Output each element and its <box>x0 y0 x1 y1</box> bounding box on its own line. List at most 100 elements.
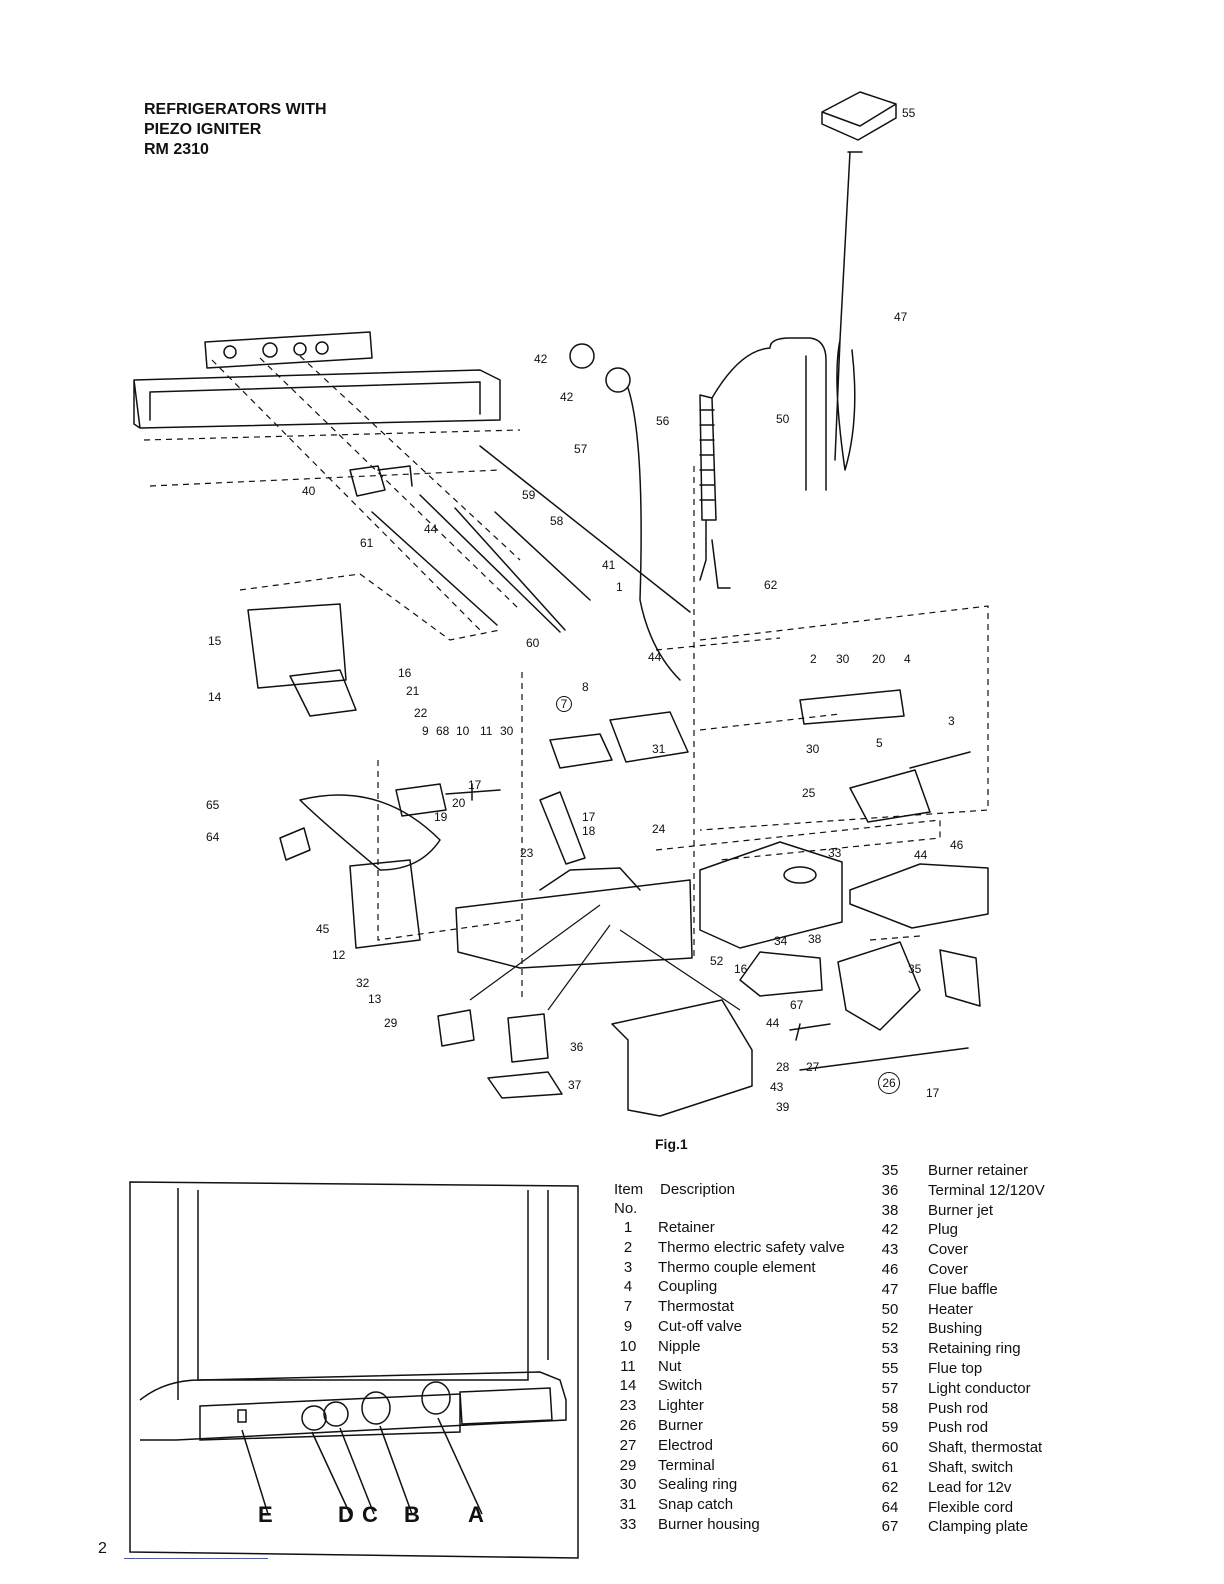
legend-item-number: 29 <box>619 1456 637 1474</box>
legend-item-number: 1 <box>623 1219 633 1236</box>
callout-label: 16 <box>734 962 748 976</box>
legend-item-description: Light conductor <box>928 1379 1031 1397</box>
lighter-part <box>539 791 586 865</box>
legend-item-number: 27 <box>619 1436 637 1454</box>
legend-item-description: Flexible cord <box>928 1498 1014 1516</box>
callout-label: 19 <box>434 810 448 824</box>
legend-item-description: Lighter <box>658 1397 704 1415</box>
callout-label: 39 <box>776 1100 790 1114</box>
legend-item-number: 14 <box>619 1377 637 1395</box>
legend-row: 29 Terminal <box>614 1457 884 1477</box>
legend-header-no: No. <box>614 1200 638 1217</box>
callout-label: 47 <box>894 310 908 324</box>
legend-item-number: 60 <box>881 1439 899 1457</box>
legend-item-description: Sealing ring <box>658 1476 738 1494</box>
title-line-1: REFRIGERATORS WITH <box>144 101 327 118</box>
legend-item-description: Terminal <box>658 1456 715 1474</box>
callout-label: 12 <box>332 948 346 962</box>
callout-label: 44 <box>424 522 438 536</box>
legend-item-description: Push rod <box>928 1419 989 1437</box>
flexible-cord-part <box>299 794 441 871</box>
callout-label: 23 <box>520 846 534 860</box>
legend-item-description: Burner housing <box>658 1515 760 1533</box>
callout-label: 29 <box>384 1016 398 1030</box>
legend-item-description: Cover <box>928 1241 969 1259</box>
plug-part-lower <box>605 367 631 393</box>
callout-label: 40 <box>302 484 316 498</box>
front-panel-label-e: E <box>258 1502 273 1527</box>
legend-item-number: 62 <box>881 1478 899 1496</box>
legend-item-description: Cut-off valve <box>658 1317 742 1335</box>
legend-row: 33 Burner housing <box>614 1516 884 1536</box>
callout-label: 10 <box>456 724 470 738</box>
legend-item-description: Lead for 12v <box>928 1478 1012 1496</box>
callout-label: 20 <box>452 796 466 810</box>
callout-label: 5 <box>876 736 883 750</box>
callout-label: 65 <box>206 798 220 812</box>
callout-label: 68 <box>436 724 450 738</box>
legend-item-number: 2 <box>623 1238 633 1256</box>
legend-item-number: 55 <box>881 1359 899 1377</box>
callout-label: 50 <box>776 412 790 426</box>
cover-46-part <box>849 863 989 929</box>
legend-item-description: Shaft, switch <box>928 1458 1014 1476</box>
burner-housing-part <box>699 841 843 949</box>
lead-part <box>699 519 731 589</box>
legend-item-description: Burner retainer <box>928 1162 1029 1179</box>
legend-item-number: 50 <box>881 1300 899 1318</box>
callout-label: 44 <box>766 1016 780 1030</box>
legend-item-number: 53 <box>881 1340 899 1358</box>
terminal-36-part <box>507 1013 549 1063</box>
legend-item-number: 67 <box>881 1518 899 1536</box>
legend-item-description: Thermo electric safety valve <box>658 1238 845 1256</box>
callout-label: 30 <box>500 724 514 738</box>
front-panel-frame <box>129 1181 579 1559</box>
legend-item-number: 33 <box>619 1515 637 1533</box>
diagram-title: REFRIGERATORS WITH PIEZO IGNITER RM 2310 <box>144 100 327 160</box>
callout-label: 32 <box>356 976 370 990</box>
push-rod-59 <box>454 507 566 631</box>
legend-item-description: Nipple <box>658 1337 701 1355</box>
callout-label: 62 <box>764 578 778 592</box>
legend-item-number: 38 <box>881 1201 899 1219</box>
title-line-2: PIEZO IGNITER <box>144 121 262 138</box>
legend-item-description: Bushing <box>928 1320 983 1338</box>
knob-b <box>361 1391 391 1425</box>
callout-label: 35 <box>908 962 922 976</box>
callout-label: 38 <box>808 932 822 946</box>
callout-label: 24 <box>652 822 666 836</box>
callout-label: 52 <box>710 954 724 968</box>
figure-caption: Fig.1 <box>655 1136 688 1152</box>
callout-label: 9 <box>422 724 429 738</box>
callout-label: 55 <box>902 106 916 120</box>
legend-item-number: 31 <box>619 1496 637 1514</box>
callout-label: 1 <box>616 580 623 594</box>
terminal-plate-37 <box>487 1071 563 1099</box>
callout-label: 46 <box>950 838 964 852</box>
legend-item-number: 9 <box>623 1317 633 1335</box>
callout-label: 36 <box>570 1040 584 1054</box>
legend-item-description: Switch <box>658 1377 703 1395</box>
clamping-plate-part <box>739 951 823 997</box>
legend-header-description: Description <box>660 1181 736 1198</box>
callout-label: 64 <box>206 830 220 844</box>
legend-item-description: Nut <box>658 1357 682 1375</box>
callout-label: 21 <box>406 684 420 698</box>
